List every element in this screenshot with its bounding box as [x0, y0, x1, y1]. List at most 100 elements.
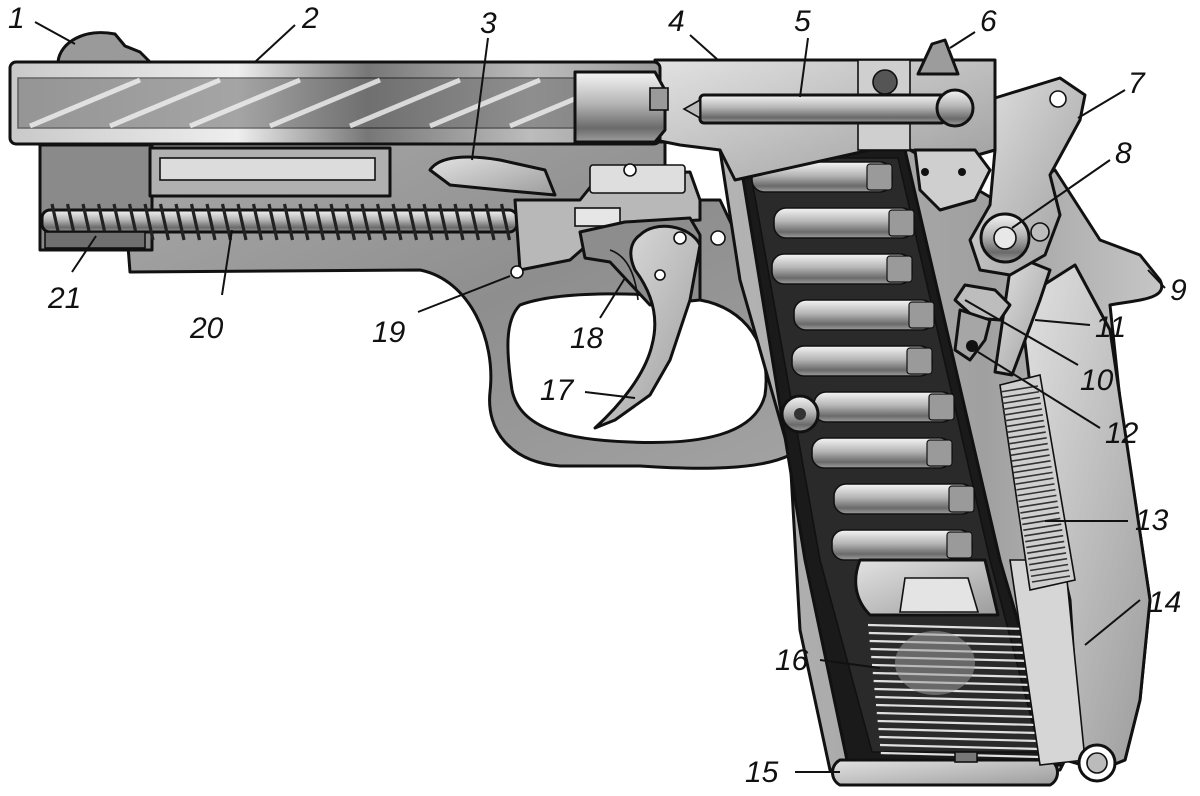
callouts: 1 2 3 4 5 6 7 8 9 10 11 12 13 14 15 16 1 — [8, 2, 1187, 789]
trigger-guard-opening — [506, 292, 768, 444]
mainspring-coil — [1004, 413, 1043, 422]
label-6: 6 — [980, 5, 997, 38]
recoil-spring-coil — [205, 203, 217, 241]
label-19: 19 — [372, 316, 406, 349]
magazine-spring-coil — [875, 703, 1037, 711]
mainspring-coil — [1027, 552, 1067, 560]
rifling-groove — [269, 77, 381, 129]
safety-lever-pin-2 — [958, 168, 966, 176]
hammer-pin-secondary — [1030, 222, 1050, 242]
magazine-spring-coil — [875, 695, 1036, 703]
recoil-spring-coil — [189, 203, 202, 241]
mainspring-coil — [1008, 437, 1047, 445]
recoil-spring-coil — [422, 203, 434, 241]
magazine-spring-base — [895, 631, 975, 695]
magazine-spring-coil — [874, 687, 1035, 695]
rear-sight — [916, 38, 960, 76]
trigger-pin — [673, 231, 687, 245]
trigger-spring — [609, 249, 639, 301]
slide-rear-window-hole — [872, 69, 898, 95]
magazine-spring-coil — [867, 623, 1029, 631]
front-sight — [56, 31, 152, 64]
cartridge-rim — [866, 163, 893, 191]
recoil-spring-coil — [344, 203, 357, 241]
mainspring-coil — [999, 385, 1039, 393]
label-17: 17 — [540, 374, 575, 407]
cartridge-rim — [946, 531, 973, 559]
hammer-pivot-core — [993, 226, 1017, 250]
recoil-spring-coil — [298, 203, 310, 241]
label-18: 18 — [570, 322, 604, 355]
label-1: 1 — [8, 2, 25, 35]
slide-stop-pin — [623, 163, 637, 177]
mainspring — [999, 385, 1071, 583]
safety-lever-pin — [921, 168, 929, 176]
mainspring-coil — [1010, 448, 1049, 457]
label-5: 5 — [794, 5, 811, 38]
trigger — [593, 224, 702, 430]
label-14: 14 — [1148, 586, 1181, 619]
recoil-spring-coil — [391, 203, 403, 241]
firing-pin — [698, 93, 947, 125]
cartridge-rim — [948, 485, 975, 513]
magazine-spring-coil — [879, 743, 1041, 751]
recoil-spring-coil — [484, 203, 496, 241]
mainspring-coil — [1000, 390, 1040, 399]
cartridge-rim — [926, 439, 953, 467]
magazine-spring-coil — [878, 727, 1039, 735]
trigger-bar-pin — [510, 265, 524, 279]
mainspring-coil — [1006, 425, 1045, 434]
extractor — [649, 87, 669, 111]
recoil-spring-coil — [406, 203, 419, 241]
mainspring-coil — [1003, 408, 1043, 416]
recoil-spring-coil — [174, 203, 186, 241]
label-3: 3 — [480, 7, 497, 40]
mainspring-coil — [1014, 471, 1053, 480]
mainspring-coil — [1020, 506, 1059, 514]
hammer-spur-hole — [1049, 90, 1067, 108]
recoil-spring-coil — [360, 203, 372, 241]
magazine-spring-coil — [876, 711, 1037, 719]
mainspring-coil — [1005, 419, 1044, 428]
mainspring-coil — [1011, 454, 1050, 462]
barrel-chamber — [573, 70, 667, 144]
rifling-groove — [109, 77, 221, 129]
mainspring-coil — [1023, 523, 1062, 531]
recoil-spring-coil — [220, 203, 233, 241]
mainspring-coil — [1013, 465, 1052, 474]
trigger-bar-slot — [574, 207, 621, 227]
slide-stop — [589, 164, 686, 194]
mainspring-coil — [1009, 442, 1048, 451]
cartridge-rim — [886, 255, 913, 283]
mainspring-coil — [1015, 477, 1054, 485]
mainspring-coil — [1025, 534, 1064, 543]
label-10: 10 — [1080, 364, 1114, 397]
magazine-catch-center — [794, 408, 806, 420]
cartridge-rim — [888, 209, 915, 237]
cartridge-rim — [906, 347, 933, 375]
trigger-pivot — [654, 269, 666, 281]
mainspring-coil — [1018, 494, 1057, 503]
label-4: 4 — [668, 5, 685, 38]
label-8: 8 — [1115, 137, 1132, 170]
label-9: 9 — [1170, 274, 1187, 307]
recoil-spring-coil — [282, 203, 295, 241]
recoil-spring-coil — [437, 203, 450, 241]
recoil-spring-coil — [313, 203, 326, 241]
label-15: 15 — [745, 756, 779, 789]
sear-spring-lever — [953, 308, 992, 362]
mainspring-coil — [1001, 396, 1041, 405]
locking-block-slot — [159, 157, 376, 181]
label-16: 16 — [775, 644, 809, 677]
firing-pin-rear — [935, 88, 975, 128]
barrel-rifling — [29, 77, 621, 129]
mainspring-coil — [1030, 569, 1070, 578]
recoil-spring-coil — [499, 203, 512, 241]
sear-pin — [966, 340, 978, 352]
rifling-groove — [29, 77, 141, 129]
recoil-spring-coil — [158, 203, 171, 241]
label-20: 20 — [189, 312, 224, 345]
recoil-spring-coil — [267, 203, 279, 241]
mainspring-coil — [1027, 546, 1066, 555]
